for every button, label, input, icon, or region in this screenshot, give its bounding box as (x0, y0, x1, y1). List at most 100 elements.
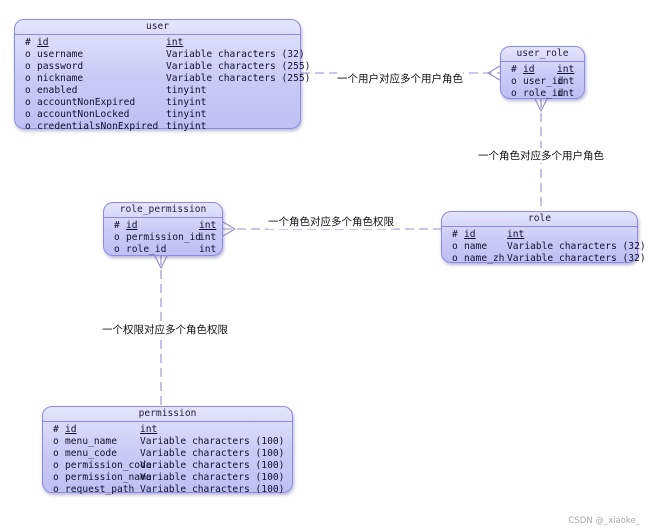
entity-title: user_role (501, 47, 584, 62)
column-row: # id int (25, 37, 300, 49)
primary-key-marker: # (114, 220, 120, 231)
relationship-label-role-role-permission: 一个角色对应多个角色权限 (268, 214, 394, 229)
column-name: accountNonExpired (37, 97, 136, 108)
column-marker: o (53, 460, 59, 471)
column-name: permission_id (126, 232, 202, 243)
primary-key-marker: # (25, 37, 31, 48)
column-name: password (37, 61, 84, 72)
column-name: accountNonLocked (37, 109, 130, 120)
relationship-label-permission-role-permission: 一个权限对应多个角色权限 (102, 322, 228, 337)
column-marker: o (25, 121, 31, 132)
column-name: permission_code (65, 460, 152, 471)
column-name: id (37, 37, 49, 48)
column-type: tinyint (166, 85, 207, 96)
crowsfoot-user-role-left (486, 65, 501, 81)
column-type: Variable characters (100) (140, 448, 285, 459)
column-name: user_id (523, 76, 564, 87)
column-name: id (523, 64, 535, 75)
column-type: int (557, 76, 575, 87)
column-type: Variable characters (100) (140, 436, 285, 447)
crowsfoot-role-permission-right (222, 221, 237, 237)
column-type: Variable characters (255) (166, 61, 311, 72)
entity-title: permission (43, 407, 292, 422)
column-type: Variable characters (32) (507, 253, 646, 264)
column-row: o menu_code Variable characters (100) (53, 448, 292, 460)
column-type: int (166, 37, 184, 48)
column-type: Variable characters (100) (140, 472, 285, 483)
column-name: id (464, 229, 476, 240)
column-row: # id int (452, 229, 637, 241)
column-marker: o (53, 436, 59, 447)
column-type: int (199, 232, 217, 243)
column-type: Variable characters (100) (140, 460, 285, 471)
column-name: credentialsNonExpired (37, 121, 159, 132)
primary-key-marker: # (511, 64, 517, 75)
column-row: o credentialsNonExpired tinyint (25, 121, 300, 133)
entity-title: user (15, 20, 300, 35)
column-row: o role_id int (114, 244, 222, 256)
column-name: enabled (37, 85, 78, 96)
column-type: Variable characters (100) (140, 484, 285, 495)
column-type: int (507, 229, 525, 240)
column-type: tinyint (166, 97, 207, 108)
column-name: role_id (126, 244, 167, 255)
crowsfoot-user-role-bottom (534, 98, 548, 113)
relationship-label-role-user-role: 一个角色对应多个用户角色 (478, 148, 604, 163)
column-type: int (199, 244, 217, 255)
column-marker: o (25, 109, 31, 120)
column-marker: o (452, 241, 458, 252)
primary-key-marker: # (53, 424, 59, 435)
primary-key-marker: # (452, 229, 458, 240)
column-name: role_id (523, 88, 564, 99)
column-type: int (557, 64, 575, 75)
relationship-label-user-user-role: 一个用户对应多个用户角色 (337, 71, 463, 86)
column-name: permission_name (65, 472, 152, 483)
column-type: Variable characters (32) (507, 241, 646, 252)
watermark: CSDN @_xiaoke_ (568, 516, 640, 526)
column-marker: o (511, 76, 517, 87)
column-name: name (464, 241, 488, 252)
column-marker: o (511, 88, 517, 99)
column-name: name_zh (464, 253, 505, 264)
column-type: int (140, 424, 158, 435)
column-type: tinyint (166, 121, 207, 132)
column-name: menu_code (65, 448, 117, 459)
column-name: menu_name (65, 436, 117, 447)
column-marker: o (53, 448, 59, 459)
column-type: Variable characters (255) (166, 73, 311, 84)
column-marker: o (25, 49, 31, 60)
column-marker: o (452, 253, 458, 264)
column-marker: o (25, 97, 31, 108)
column-name: nickname (37, 73, 84, 84)
column-marker: o (53, 484, 59, 495)
column-name: id (126, 220, 138, 231)
column-name: id (65, 424, 77, 435)
crowsfoot-role-permission-bottom (154, 255, 168, 270)
column-marker: o (114, 244, 120, 255)
column-marker: o (114, 232, 120, 243)
column-row: # id int (511, 64, 584, 76)
